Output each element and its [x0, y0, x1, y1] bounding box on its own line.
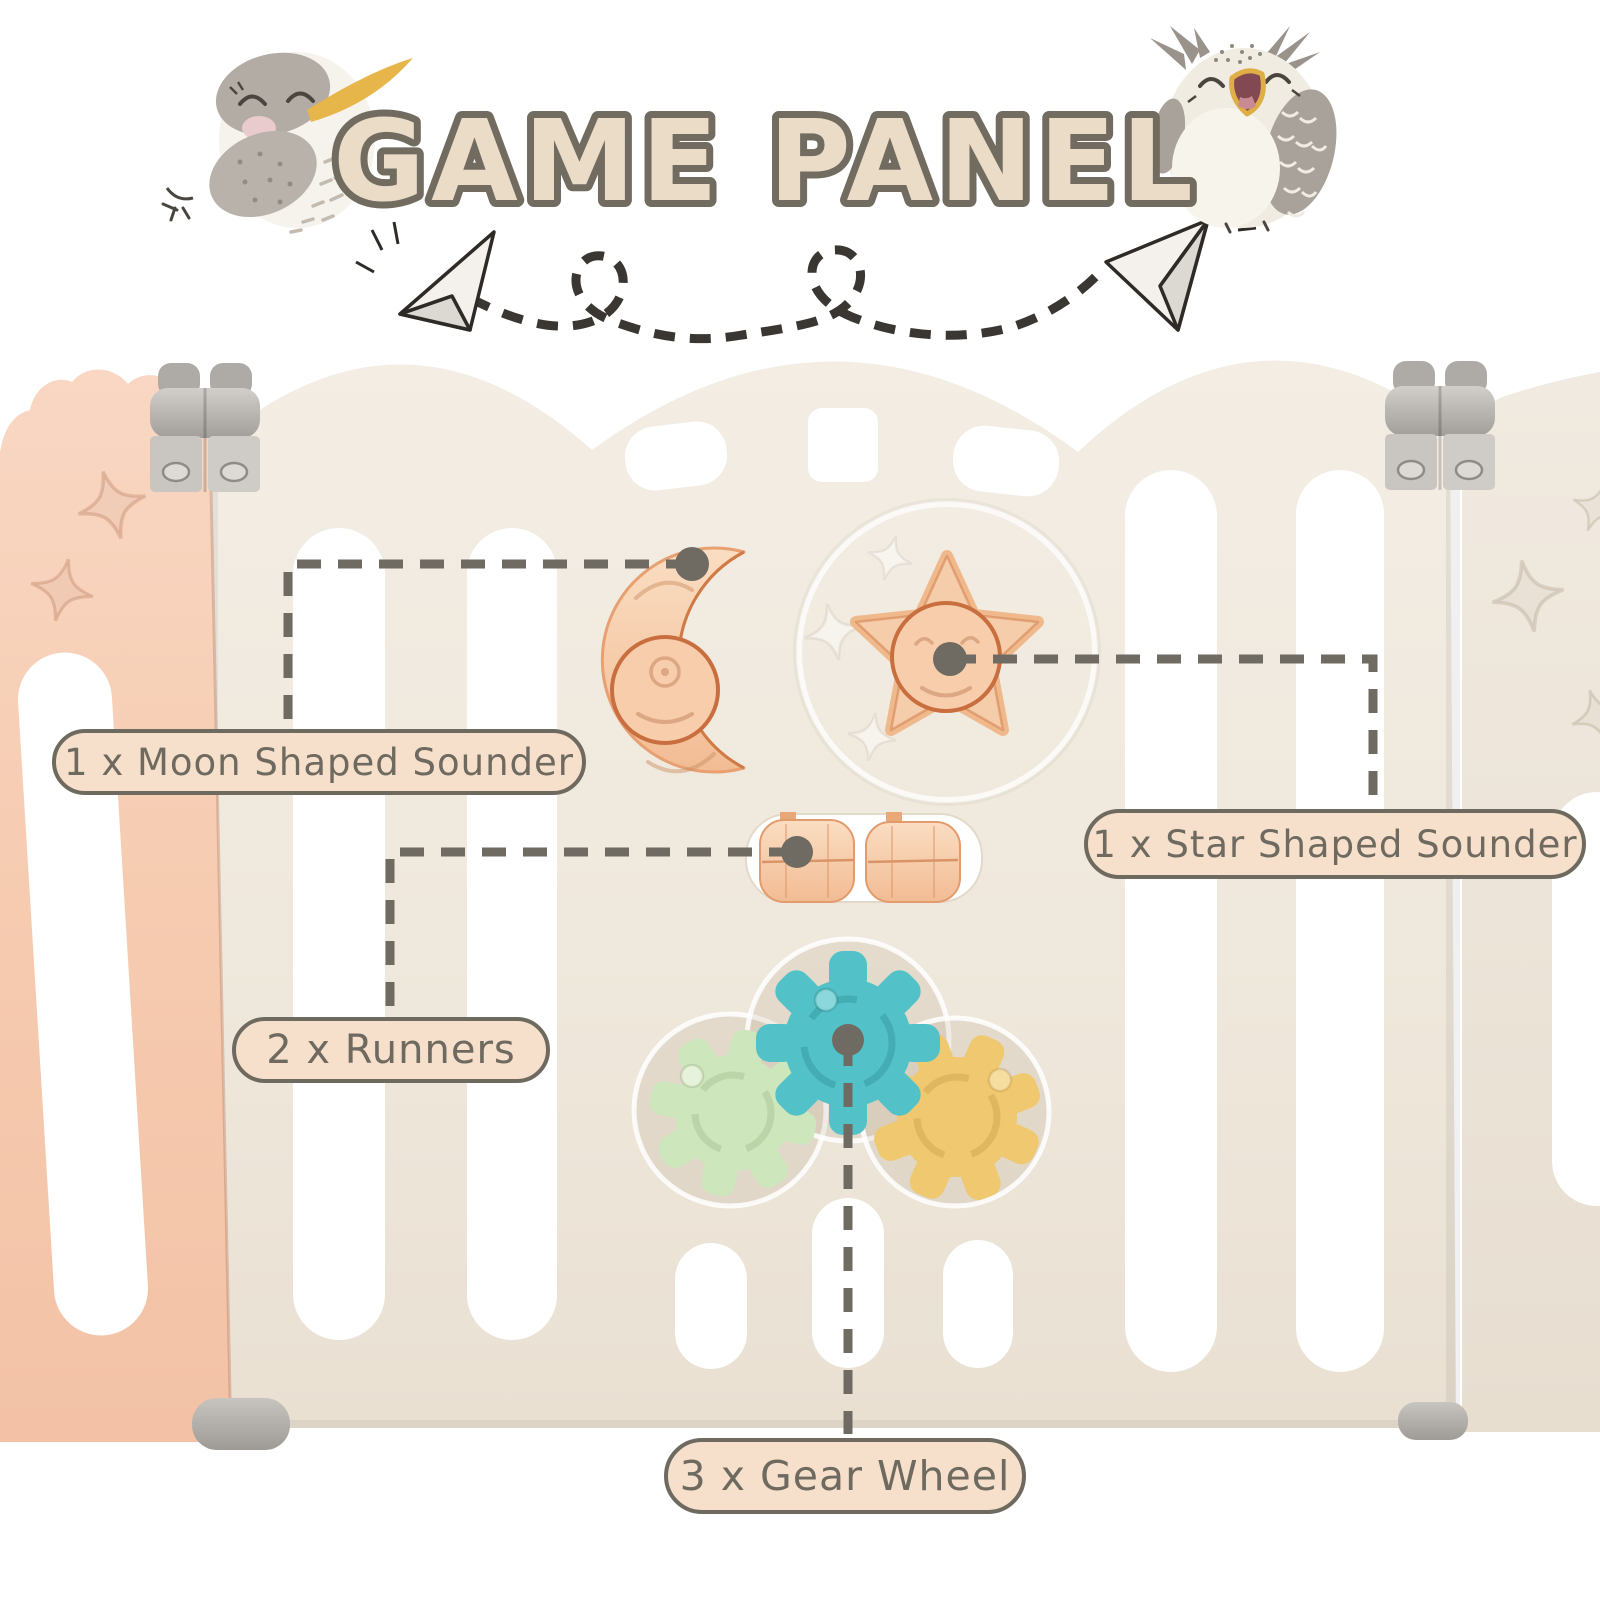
forehead-speckles: [1214, 44, 1262, 64]
moon-toy[interactable]: [600, 546, 746, 774]
wing-scallops: [1276, 110, 1328, 218]
page-title: GAME PANEL: [333, 97, 1199, 227]
moon-button[interactable]: [610, 635, 720, 745]
callout-runners: 2 x Runners: [232, 1017, 550, 1083]
seam-right: [1446, 432, 1460, 1428]
paper-plane-right: [1104, 183, 1257, 332]
owl-icon: [1150, 26, 1337, 234]
star-callout-line: [952, 654, 1378, 804]
callout-lines: [283, 559, 1378, 1434]
hinge-left: [150, 363, 260, 492]
pink-panel-slot: [17, 652, 149, 1336]
callout-dots: [675, 547, 967, 1056]
wing-speckles: [237, 151, 293, 205]
game-panel-top-holes: [624, 408, 1060, 497]
gear-teal[interactable]: [756, 951, 940, 1135]
foot-left: [192, 1398, 290, 1450]
moon-callout-line: [283, 559, 690, 726]
belly-speckles: [289, 156, 348, 234]
foot-right: [1398, 1402, 1468, 1440]
panel-bottom-shadow: [205, 1420, 1456, 1428]
star-embossed-ring: [793, 498, 1101, 806]
ear-tufts: [1150, 26, 1320, 74]
callout-star-sounder: 1 x Star Shaped Sounder: [1084, 809, 1586, 879]
right-panel-slot: [1552, 792, 1600, 1206]
paper-plane-left: [355, 221, 496, 332]
flight-path-doodle: [467, 245, 1108, 344]
callout-moon-sounder: 1 x Moon Shaped Sounder: [52, 729, 586, 795]
playpen: [0, 360, 1600, 1450]
hinge-right: [1385, 361, 1495, 490]
pink-seam-edge: [208, 439, 233, 1443]
singing-bird-icon: [161, 52, 413, 234]
motion-marks-left: [355, 221, 400, 274]
runners-toy[interactable]: [745, 812, 983, 903]
runner-bead-right[interactable]: [865, 812, 961, 903]
gear-green[interactable]: [647, 1027, 818, 1198]
callout-gear-wheel: 3 x Gear Wheel: [664, 1438, 1026, 1514]
runners-callout-line: [385, 847, 793, 1012]
